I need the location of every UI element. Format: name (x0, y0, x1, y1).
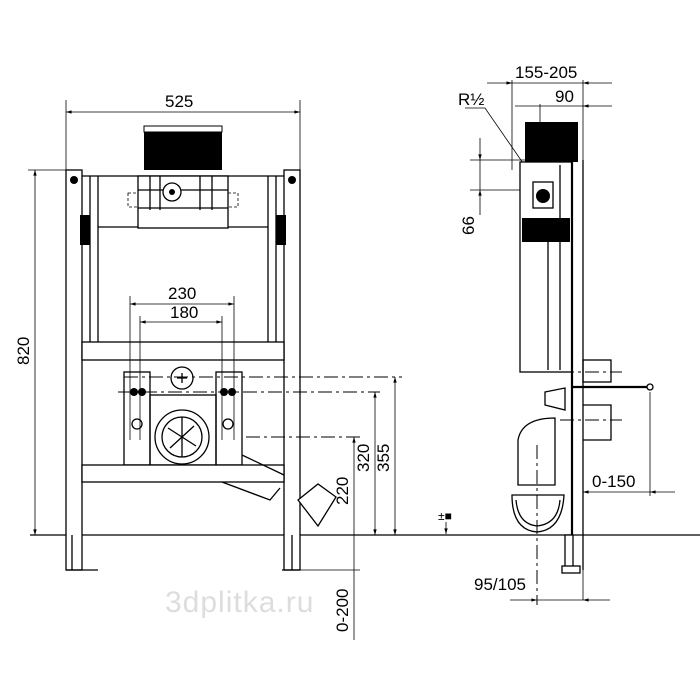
dim-525: 525 (165, 92, 193, 111)
dim-220: 220 (333, 477, 352, 505)
dim-0-200: 0-200 (333, 589, 352, 632)
dim-155-205: 155-205 (515, 63, 577, 82)
left-post (65, 169, 83, 571)
thread-label: R½ (458, 90, 484, 109)
finished-floor-symbol: ±■ (438, 509, 452, 523)
front-view: 525 820 230 180 355 320 220 0-200 (14, 92, 700, 640)
dim-66: 66 (459, 216, 478, 235)
dim-230: 230 (168, 284, 196, 303)
valve-housing (137, 175, 229, 229)
watermark: 3dplitka.ru (165, 586, 314, 619)
dim-180: 180 (170, 303, 198, 322)
lower-crossbar (81, 464, 285, 483)
side-flush-tank-top (525, 122, 578, 162)
dim-0-150: 0-150 (592, 472, 635, 491)
dim-90: 90 (555, 87, 574, 106)
dim-320: 320 (354, 444, 373, 472)
middle-crossbar (81, 341, 285, 361)
dim-820: 820 (14, 337, 33, 365)
dim-355: 355 (374, 444, 393, 472)
dim-95-105: 95/105 (474, 575, 526, 594)
flush-tank-top (144, 126, 222, 170)
right-post (283, 169, 301, 571)
side-view: 155-205 90 R½ 66 0-150 95/105 ±■ (438, 63, 675, 605)
